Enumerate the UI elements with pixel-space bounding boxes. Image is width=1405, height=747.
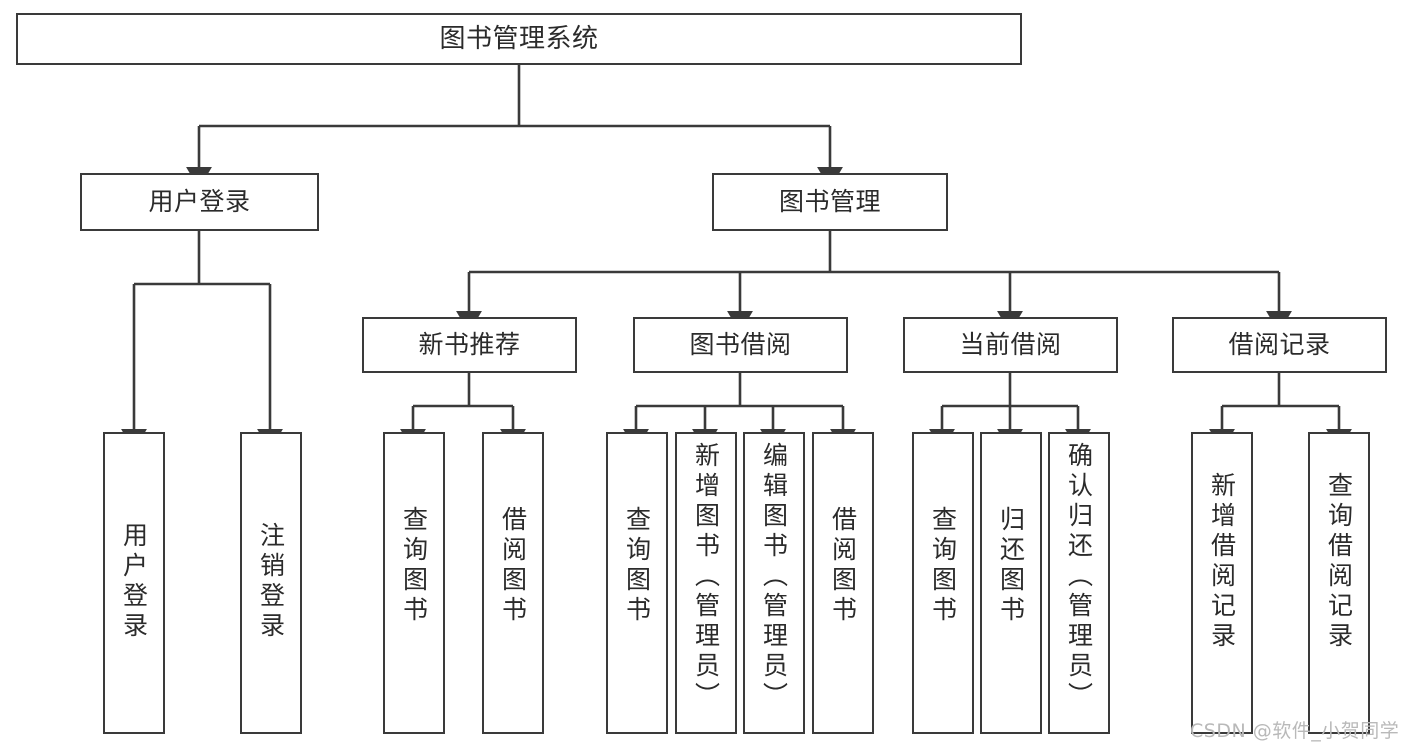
node-user-login[interactable]: 用户登录 — [80, 173, 319, 231]
node-root[interactable]: 图书管理系统 — [16, 13, 1022, 65]
node-leaf-add-record-label: 新增借阅记录 — [1207, 472, 1237, 652]
node-book-manage-label: 图书管理 — [778, 187, 881, 217]
watermark: CSDN @软件_小贺同学 — [1190, 720, 1400, 742]
node-leaf-edit-book[interactable]: 编辑图书（管理员） — [743, 432, 805, 734]
node-leaf-confirm-return-label: 确认归还（管理员） — [1064, 442, 1094, 712]
node-leaf-return-book-label: 归还图书 — [996, 506, 1026, 626]
node-leaf-add-book-label: 新增图书（管理员） — [691, 442, 721, 712]
node-leaf-borrow-book-1[interactable]: 借阅图书 — [482, 432, 544, 734]
node-book-borrow-label: 图书借阅 — [689, 330, 792, 360]
node-borrow-record-label: 借阅记录 — [1228, 330, 1331, 360]
node-leaf-add-book[interactable]: 新增图书（管理员） — [675, 432, 737, 734]
node-book-borrow[interactable]: 图书借阅 — [633, 317, 848, 373]
node-leaf-query-book-3[interactable]: 查询图书 — [912, 432, 974, 734]
node-current-borrow[interactable]: 当前借阅 — [903, 317, 1118, 373]
node-borrow-record[interactable]: 借阅记录 — [1172, 317, 1387, 373]
node-leaf-confirm-return[interactable]: 确认归还（管理员） — [1048, 432, 1110, 734]
node-leaf-edit-book-label: 编辑图书（管理员） — [759, 442, 789, 712]
node-new-book-recommend[interactable]: 新书推荐 — [362, 317, 577, 373]
node-leaf-query-record-label: 查询借阅记录 — [1324, 472, 1354, 652]
node-leaf-logout-login-label: 注销登录 — [256, 522, 286, 642]
node-leaf-logout-login[interactable]: 注销登录 — [240, 432, 302, 734]
node-leaf-query-book-2[interactable]: 查询图书 — [606, 432, 668, 734]
node-leaf-query-book-1-label: 查询图书 — [399, 506, 429, 626]
node-current-borrow-label: 当前借阅 — [959, 330, 1062, 360]
node-leaf-return-book[interactable]: 归还图书 — [980, 432, 1042, 734]
node-leaf-query-book-2-label: 查询图书 — [622, 506, 652, 626]
node-leaf-query-record[interactable]: 查询借阅记录 — [1308, 432, 1370, 734]
node-leaf-user-login[interactable]: 用户登录 — [103, 432, 165, 734]
node-leaf-query-book-1[interactable]: 查询图书 — [383, 432, 445, 734]
node-root-label: 图书管理系统 — [439, 23, 599, 54]
node-leaf-borrow-book-2-label: 借阅图书 — [828, 506, 858, 626]
node-leaf-borrow-book-1-label: 借阅图书 — [498, 506, 528, 626]
node-new-book-recommend-label: 新书推荐 — [418, 330, 521, 360]
node-leaf-borrow-book-2[interactable]: 借阅图书 — [812, 432, 874, 734]
node-user-login-label: 用户登录 — [148, 187, 251, 217]
node-leaf-add-record[interactable]: 新增借阅记录 — [1191, 432, 1253, 734]
node-leaf-query-book-3-label: 查询图书 — [928, 506, 958, 626]
node-book-manage[interactable]: 图书管理 — [712, 173, 948, 231]
node-leaf-user-login-label: 用户登录 — [119, 522, 149, 642]
